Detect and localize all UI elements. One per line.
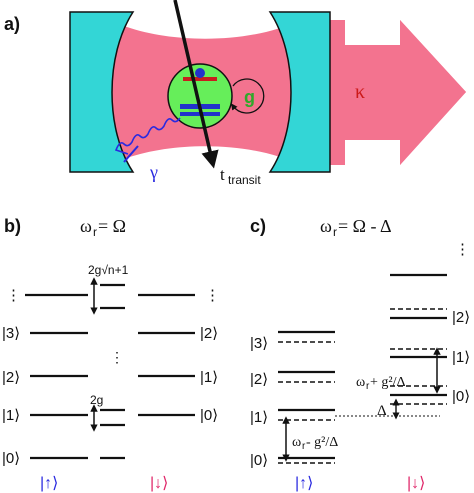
b-left-ket-2: |2⟩ bbox=[2, 369, 20, 386]
c-left-ket-1: |1⟩ bbox=[250, 409, 268, 426]
panel-c-label: c) bbox=[250, 216, 266, 236]
c-shift-upper-sub: r bbox=[366, 381, 370, 392]
c-spin-up: |↑⟩ bbox=[295, 475, 313, 492]
panel-c-title-rest: = Ω - Δ bbox=[338, 216, 392, 236]
gamma-emission bbox=[114, 117, 181, 155]
c-right-ket-0: |0⟩ bbox=[452, 388, 470, 405]
left-mirror bbox=[69, 11, 135, 173]
b-right-ket-0: |0⟩ bbox=[200, 407, 218, 424]
panel-b-label: b) bbox=[4, 216, 21, 236]
panel-c-title-sub: r bbox=[333, 225, 337, 239]
panel-b-title-rest: = Ω bbox=[98, 216, 126, 236]
b-left-levels bbox=[25, 293, 88, 460]
panel-c-title-omega: ω bbox=[320, 216, 332, 236]
c-delta-label: Δ bbox=[377, 403, 387, 419]
c-shift-upper-omega: ω bbox=[356, 375, 365, 390]
b-right-levels bbox=[138, 293, 195, 417]
b-left-ket-1: |1⟩ bbox=[2, 407, 20, 424]
kappa-arrow bbox=[330, 20, 466, 165]
gamma-arrowhead bbox=[123, 145, 139, 163]
panel-a-label: a) bbox=[4, 14, 20, 34]
transit-subscript: transit bbox=[228, 173, 261, 187]
c-right-dashed-levels bbox=[390, 308, 447, 405]
b-right-ket-2: |2⟩ bbox=[200, 325, 218, 342]
c-left-ket-3: |3⟩ bbox=[250, 335, 268, 352]
b-left-ket-3: |3⟩ bbox=[2, 325, 20, 342]
c-right-ket-1: |1⟩ bbox=[452, 349, 470, 366]
kappa-label: κ bbox=[355, 81, 365, 103]
b-split-levels bbox=[100, 283, 125, 460]
right-mirror bbox=[268, 11, 331, 173]
c-shift-upper-rest: + g²/Δ bbox=[370, 375, 406, 390]
coupling-g: g bbox=[244, 87, 255, 107]
c-spin-down: |↓⟩ bbox=[407, 475, 425, 492]
b-right-ket-1: |1⟩ bbox=[200, 369, 218, 386]
b-spin-down: |↓⟩ bbox=[150, 475, 168, 492]
b-right-ket-dots: ⋮ bbox=[205, 287, 220, 304]
c-shift-lower-rest: - g²/Δ bbox=[306, 435, 338, 450]
transit-arrow bbox=[173, 0, 219, 169]
atom-upper-level bbox=[183, 77, 217, 81]
panel-b-title-sub: r bbox=[93, 225, 97, 239]
c-left-ket-0: |0⟩ bbox=[250, 452, 268, 469]
c-left-ket-2: |2⟩ bbox=[250, 371, 268, 388]
c-right-ket-2: |2⟩ bbox=[452, 309, 470, 326]
c-shift-lower-sub: r bbox=[302, 441, 306, 452]
b-middle-dots: ⋮ bbox=[110, 349, 124, 365]
coupling-loop bbox=[231, 78, 265, 114]
b-left-ket-0: |0⟩ bbox=[2, 450, 20, 467]
c-shift-lower-omega: ω bbox=[292, 435, 301, 450]
atom-electron bbox=[195, 68, 205, 78]
transit-label: t bbox=[220, 165, 225, 184]
c-right-ket-dots: ⋮ bbox=[455, 241, 470, 258]
b-split-label-bottom: 2g bbox=[90, 393, 103, 407]
panel-b-title-omega: ω bbox=[80, 216, 92, 236]
gamma-label: γ bbox=[149, 162, 158, 182]
b-left-ket-dots: ⋮ bbox=[6, 287, 21, 304]
b-split-label-top: 2g√n+1 bbox=[88, 263, 129, 277]
b-spin-up: |↑⟩ bbox=[40, 475, 58, 492]
